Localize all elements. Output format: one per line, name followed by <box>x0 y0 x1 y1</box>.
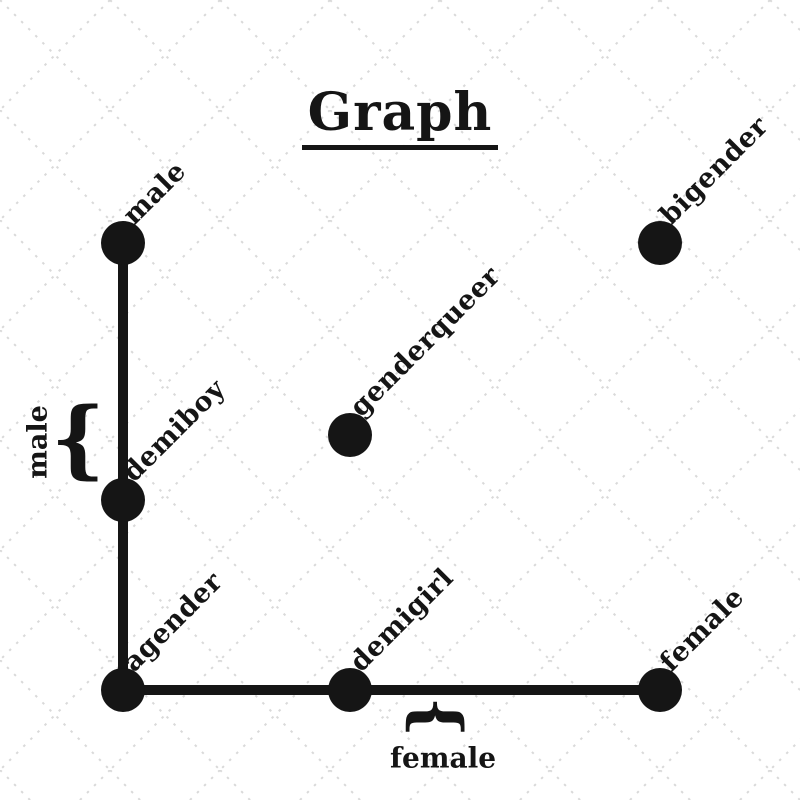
node-dot <box>101 668 145 712</box>
node-dot <box>101 478 145 522</box>
node-dot <box>638 668 682 712</box>
node-dot <box>101 221 145 265</box>
left-brace-icon: { <box>50 388 106 488</box>
annotation-male-label: male <box>22 405 54 479</box>
node-dot <box>328 413 372 457</box>
page-title: Graph <box>301 82 499 150</box>
bottom-brace-icon: { <box>400 696 475 738</box>
node-dot <box>328 668 372 712</box>
node-dot <box>638 221 682 265</box>
edge-agender-female <box>118 685 660 695</box>
edge-male-agender <box>118 243 128 690</box>
page-title-wrap: Graph <box>0 82 800 150</box>
annotation-female-label: female <box>389 741 497 775</box>
